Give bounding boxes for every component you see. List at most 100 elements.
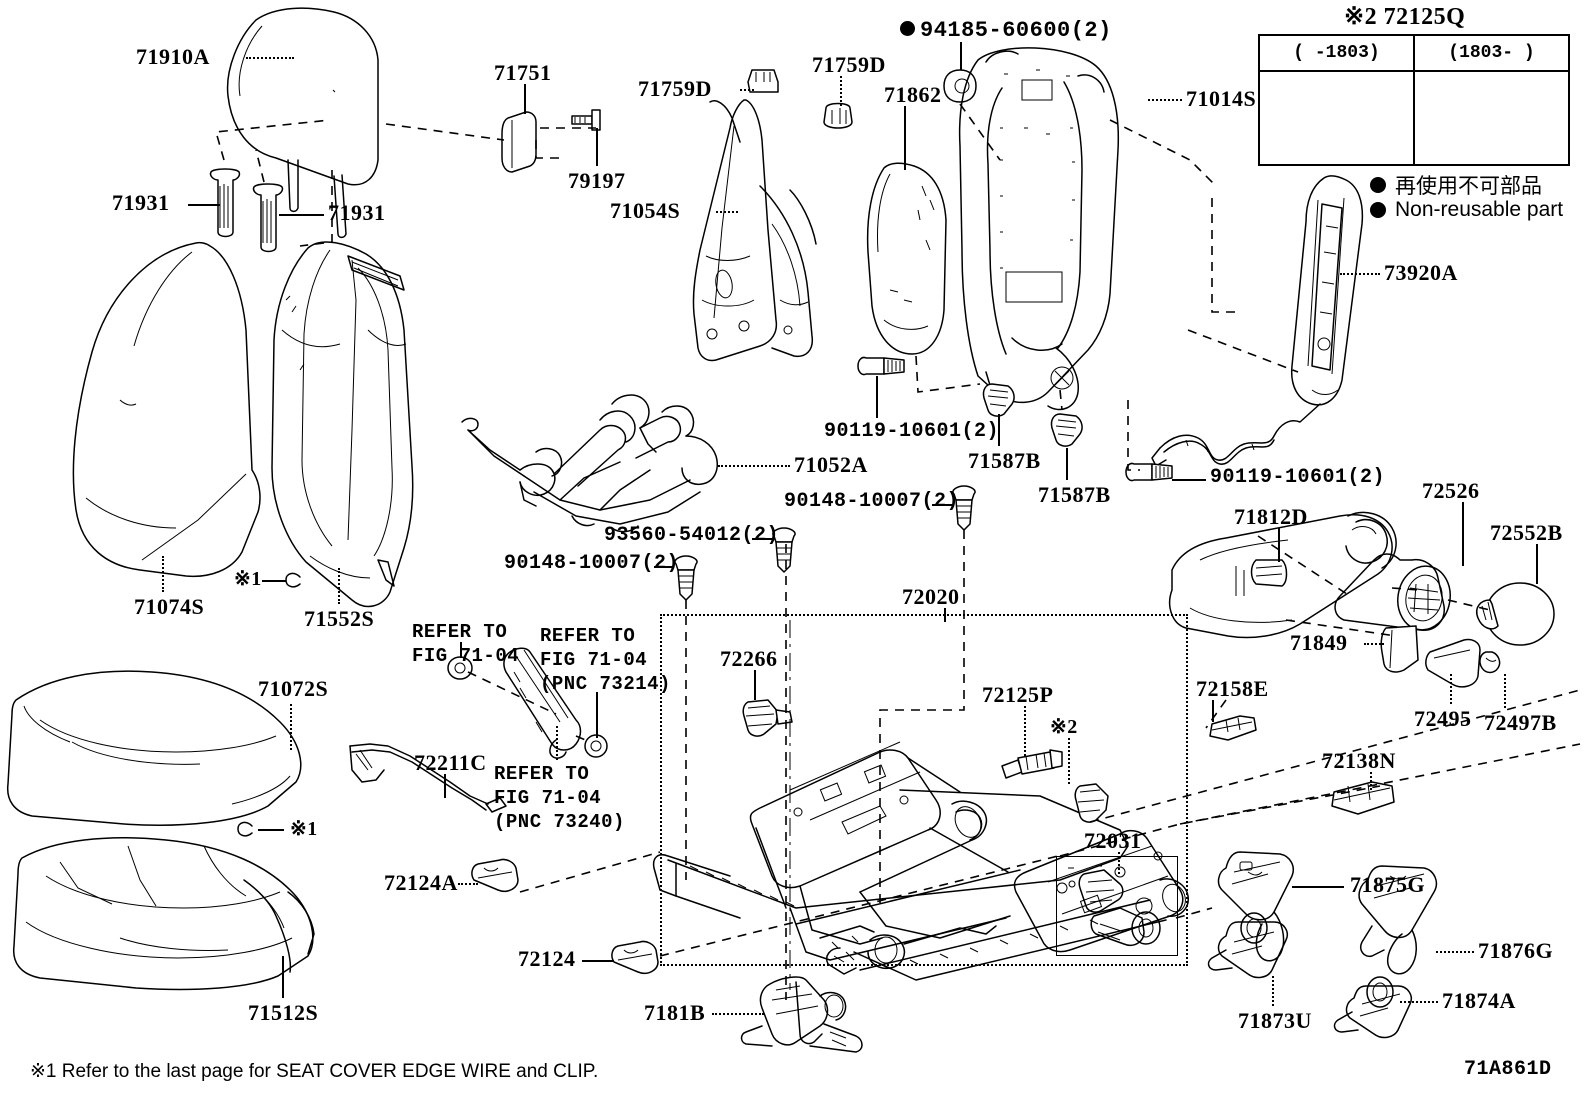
leader-refer-1b xyxy=(460,642,462,658)
label-71876g: 71876G xyxy=(1478,938,1554,963)
leader-71052a xyxy=(718,465,790,467)
label-71512s: 71512S xyxy=(248,1000,319,1025)
cover-72158e-art xyxy=(1209,715,1257,741)
grommet-b-art xyxy=(584,734,608,758)
nonreusable-bullet-jp xyxy=(1370,177,1386,193)
legend-text-jp: 再使用不可部品 xyxy=(1395,175,1542,198)
leader-71759d-a xyxy=(740,89,754,91)
clip-72124-art xyxy=(611,940,659,974)
recliner-71054s-art xyxy=(692,99,817,362)
bolt-93560-art xyxy=(772,527,796,573)
label-71759d-b: 71759D xyxy=(812,52,886,77)
inset-title: ※2 72125Q xyxy=(1344,4,1466,30)
label-72266: 72266 xyxy=(720,646,778,671)
wire-72211c-art xyxy=(349,743,507,813)
clip-71587b-a-art xyxy=(982,383,1015,417)
clip-71759d-a-art xyxy=(747,69,779,93)
clip-71587b-b-art xyxy=(1050,413,1083,447)
label-71074s: 71074S xyxy=(134,594,205,619)
leader-73920a xyxy=(1340,273,1380,275)
refer-to-fig-1: REFER TO FIG 71-04 xyxy=(412,621,520,667)
label-7181b: 7181B xyxy=(644,1000,706,1025)
label-71552s: 71552S xyxy=(304,606,375,631)
edge-clip-a xyxy=(285,572,301,588)
label-79197: 79197 xyxy=(568,168,626,193)
grommet-a-art xyxy=(447,656,473,680)
label-71054s: 71054S xyxy=(610,198,681,223)
bolt-90148-upper-art xyxy=(952,485,976,531)
leader-93560 xyxy=(752,538,774,540)
seatbelt-buckle-art xyxy=(503,647,582,759)
leader-71587b-a xyxy=(998,414,1000,446)
leader-72526 xyxy=(1462,502,1464,566)
label-71910a: 71910A xyxy=(136,44,210,69)
leader-90148-lower xyxy=(654,566,674,568)
leader-90148-upper xyxy=(932,504,952,506)
nut-94185-art xyxy=(943,69,977,103)
leader-71931-left xyxy=(188,204,220,206)
label-72211c: 72211C xyxy=(414,750,487,775)
label-71072s: 71072S xyxy=(258,676,329,701)
wire-spring-71052a-art xyxy=(461,394,718,533)
part-72031-inset-box xyxy=(1056,856,1178,956)
label-72031: 72031 xyxy=(1084,828,1142,853)
label-72526: 72526 xyxy=(1422,478,1480,503)
leader-72497b xyxy=(1504,674,1506,708)
label-edgewire-mark-b: ※1 xyxy=(290,818,318,840)
leader-71876g xyxy=(1436,951,1474,953)
label-72497b: 72497B xyxy=(1484,710,1557,735)
leader-71931-right xyxy=(279,214,324,216)
legend-text-en: Non-reusable part xyxy=(1395,198,1564,221)
leader-71812d xyxy=(1278,528,1280,562)
seatback-pad-art xyxy=(72,241,261,578)
leader-71759d-b xyxy=(840,76,842,106)
label-93560: 93560-54012(2) xyxy=(604,524,780,547)
leader-71875g xyxy=(1292,886,1344,888)
bolt-90119-right-art xyxy=(1125,462,1173,482)
footnote-1: ※1 Refer to the last page for SEAT COVER… xyxy=(30,1061,599,1082)
leader-71849 xyxy=(1364,643,1384,645)
back-board-71862-art xyxy=(866,162,947,355)
leader-72158e xyxy=(1212,700,1214,722)
headrest-art xyxy=(226,7,379,239)
leader-72495 xyxy=(1450,674,1452,704)
label-71849: 71849 xyxy=(1290,630,1348,655)
label-73920a: 73920A xyxy=(1384,260,1458,285)
leader-72266 xyxy=(754,670,756,700)
label-71875g: 71875G xyxy=(1350,872,1426,897)
leader-72124 xyxy=(582,960,614,962)
label-72495: 72495 xyxy=(1414,706,1472,731)
airbag-harness-art xyxy=(1151,403,1321,467)
cushion-pad-art xyxy=(6,670,302,826)
leader-72020 xyxy=(944,608,946,622)
leader-72124a xyxy=(458,883,478,885)
leader-90119-left xyxy=(876,376,878,418)
leader-71014s xyxy=(1148,99,1182,101)
leader-mark2-track xyxy=(1068,738,1070,784)
leader-94185 xyxy=(960,42,962,70)
label-71052a: 71052A xyxy=(794,452,868,477)
label-71587b-b: 71587B xyxy=(1038,482,1111,507)
leader-72031 xyxy=(1118,852,1120,874)
label-90119-left: 90119-10601(2) xyxy=(824,420,1000,443)
leader-refer-2 xyxy=(596,692,598,738)
inset-col-header-new: (1803- ) xyxy=(1448,43,1535,63)
diagram-id-code: 71A861D xyxy=(1464,1058,1552,1081)
label-72124a: 72124A xyxy=(384,870,458,895)
cushion-cover-art xyxy=(12,837,315,991)
leader-71054s xyxy=(716,211,738,213)
label-71874a: 71874A xyxy=(1442,988,1516,1013)
assembly-dashed-lines xyxy=(214,103,1581,957)
refer-to-fig-2: REFER TO FIG 71-04 (PNC 73214) xyxy=(540,625,671,695)
clip-71759d-b-art xyxy=(823,102,853,129)
headrest-guide-art xyxy=(209,168,284,253)
label-72125p: 72125P xyxy=(982,682,1054,707)
cover-71873u-art xyxy=(1207,912,1288,979)
label-71931-left: 71931 xyxy=(112,190,170,215)
cover-72495-art xyxy=(1425,638,1481,688)
label-90148-upper: 90148-10007(2) xyxy=(784,490,960,513)
refer-to-fig-3: REFER TO FIG 71-04 (PNC 73240) xyxy=(494,763,625,833)
label-edgewire-mark-a: ※1 xyxy=(234,568,262,590)
hinge-cover-art xyxy=(501,111,537,173)
leader-71751 xyxy=(524,84,526,114)
